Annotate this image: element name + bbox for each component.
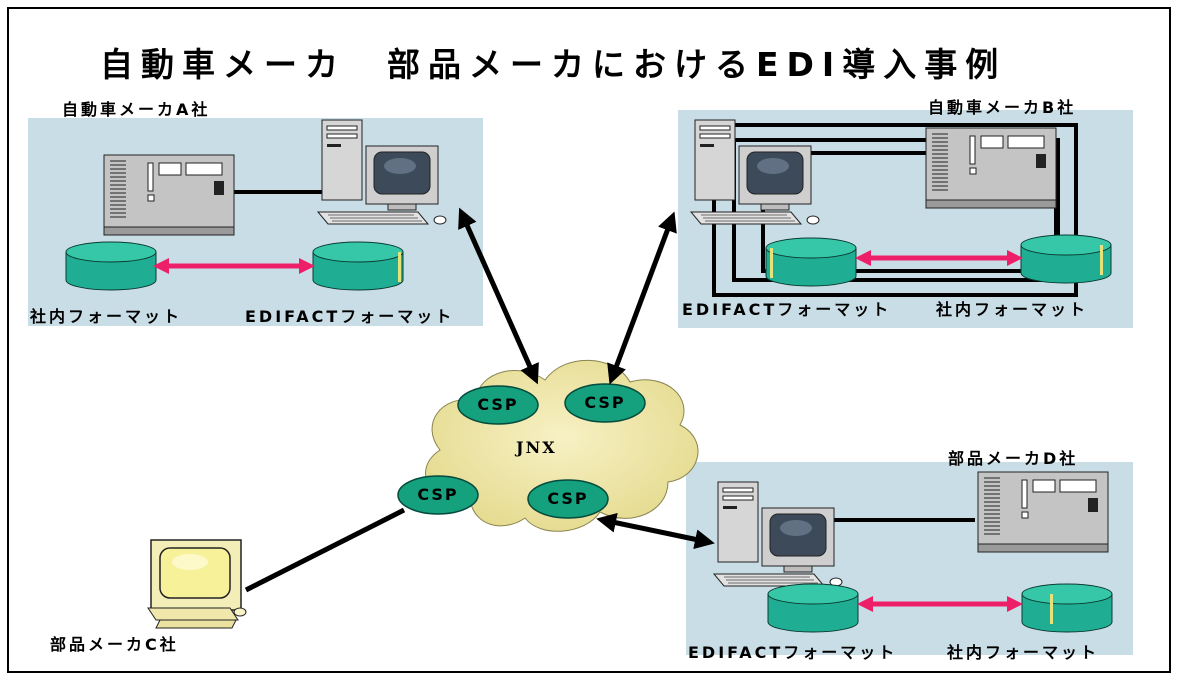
csp-label-1: CSP xyxy=(477,395,519,414)
database-icon xyxy=(765,237,857,287)
csp-label-3: CSP xyxy=(417,485,459,504)
database-icon xyxy=(312,241,404,291)
company-c-label: 部品メーカC社 xyxy=(50,635,179,654)
company-d-label: 部品メーカD社 xyxy=(948,449,1079,468)
company-d-left-format-label: EDIFACTフォーマット xyxy=(688,643,898,662)
company-a-right-format-label: EDIFACTフォーマット xyxy=(245,307,455,326)
company-d-right-format-label: 社内フォーマット xyxy=(947,643,1100,662)
server-icon xyxy=(103,154,235,236)
jnx-label: JNX xyxy=(516,438,557,457)
link-a-to-jnx xyxy=(458,207,539,385)
company-b-label: 自動車メーカB社 xyxy=(928,98,1077,117)
company-b-left-format-label: EDIFACTフォーマット xyxy=(682,300,892,319)
database-icon xyxy=(65,241,157,291)
server-icon xyxy=(977,471,1109,553)
link-b-to-jnx xyxy=(607,211,677,385)
server-icon xyxy=(925,127,1057,209)
company-b-right-format-label: 社内フォーマット xyxy=(936,300,1089,319)
link-d-to-jnx xyxy=(596,512,715,550)
pc-icon xyxy=(147,539,247,629)
company-a-label: 自動車メーカA社 xyxy=(62,100,211,119)
link-c-to-jnx xyxy=(244,507,406,593)
database-icon xyxy=(1020,234,1112,284)
csp-label-2: CSP xyxy=(584,393,626,412)
diagram-title: 自動車メーカ 部品メーカにおけるEDI導入事例 xyxy=(100,45,1007,84)
company-a-left-format-label: 社内フォーマット xyxy=(30,307,183,326)
csp-label-4: CSP xyxy=(547,489,589,508)
database-icon xyxy=(767,583,859,633)
database-icon xyxy=(1021,583,1113,633)
